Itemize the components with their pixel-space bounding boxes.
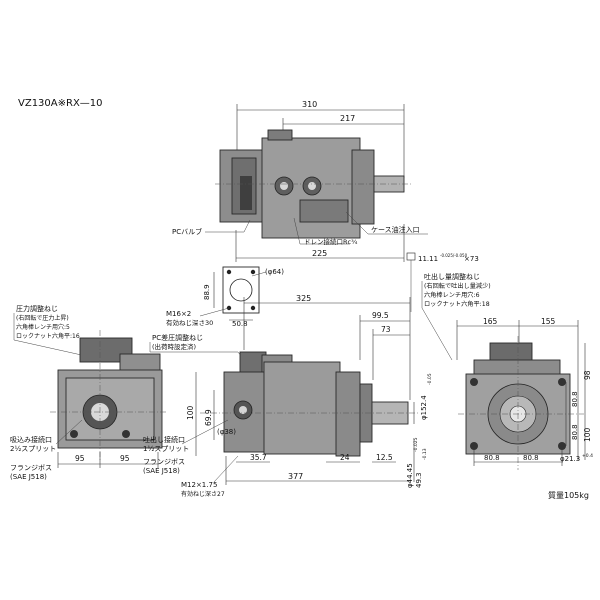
dim-69-9: 69.9 [204, 409, 213, 426]
dim-left-95a: 95 [75, 454, 85, 463]
dim-phi152-tol: -0.05 [427, 373, 433, 385]
pressure-adjust-title: 圧力調整ねじ [16, 304, 58, 313]
discharge-port-line3: (SAE J518) [143, 467, 180, 475]
discharge-port-line1: 1½スプリット [143, 445, 189, 453]
dim-165: 165 [483, 317, 498, 326]
dim-phi44: φ44.45 [406, 463, 414, 488]
dim-80-8-upper: 80.8 [571, 391, 579, 407]
bolt-m16: M16×2 [166, 310, 191, 318]
pc-diff-title: PC差圧調整ねじ [152, 333, 203, 342]
pressure-adjust-line1: (右回転で圧力上昇) [16, 314, 69, 322]
dim-phi38: (φ38) [217, 428, 236, 436]
dim-phi21-3-tol: +0.4 [582, 453, 593, 459]
dim-50-8: 50.8 [232, 320, 248, 328]
dim-49-3: 49.3 [415, 472, 423, 488]
pc-diff-line1: (出荷時設定済) [152, 342, 196, 351]
dim-377: 377 [288, 472, 303, 481]
side-view: PC差圧調整ねじ (出荷時設定済) 325 99.5 73 100 69.9 [143, 294, 433, 498]
pressure-adjust-line2: 六角棒レンチ用穴:5 [16, 323, 70, 331]
discharge-adjust-line3: ロックナット六角平:18 [424, 300, 490, 308]
bolt-m12-depth: 有効ねじ深さ27 [181, 490, 225, 498]
spline-length: ×73 [464, 255, 479, 263]
spline-tol: -0.025/-0.050 [440, 253, 468, 258]
dim-35-7: 35.7 [250, 453, 267, 462]
dim-88-9: 88.9 [203, 284, 211, 300]
drawing-title: VZ130A※RX—10 [18, 98, 103, 109]
dim-155: 155 [541, 317, 556, 326]
discharge-adjust-line1: (右回転で吐出し量減少) [424, 282, 491, 290]
dim-phi64: (φ64) [265, 268, 284, 276]
suction-port-title: 吸込み接続口 [10, 435, 52, 444]
dim-12-5: 12.5 [376, 453, 393, 462]
discharge-adjust-note: 吐出し量調整ねじ (右回転で吐出し量減少) 六角棒レンチ用穴:6 ロックナット六… [421, 272, 491, 361]
bolt-m16-depth: 有効ねじ深さ30 [166, 318, 213, 327]
drain-port-label: ドレン接続口Rc¾ [304, 237, 358, 246]
dim-80-8-left: 80.8 [484, 454, 500, 462]
suction-port-line2: フランジボス [10, 464, 52, 472]
dim-phi44-tol: -0.025 [413, 437, 419, 452]
dim-100-right: 100 [583, 427, 592, 442]
dim-325: 325 [296, 294, 311, 303]
dim-24: 24 [340, 453, 350, 462]
flange-detail: 88.9 50.8 (φ64) M16×2 有効ねじ深さ30 [166, 266, 284, 328]
mass-label: 質量105kg [548, 490, 589, 500]
discharge-port-line2: フランジボス [143, 458, 185, 466]
dim-phi152: φ152.4 [420, 395, 428, 420]
dim-99-5: 99.5 [372, 311, 389, 320]
discharge-adjust-line2: 六角棒レンチ用穴:6 [424, 291, 480, 299]
right-end-view: 165 155 98 80.8 80.8 100 80.8 80.8 φ21.3… [456, 317, 593, 470]
bolt-m12: M12×1.75 [181, 481, 217, 489]
pc-valve-label: PCバルブ [172, 227, 202, 236]
spline-note: 11.11 -0.025/-0.050 ×73 [406, 252, 479, 312]
spline-dim: 11.11 [418, 255, 438, 263]
dim-310: 310 [302, 100, 317, 109]
dim-225: 225 [312, 249, 327, 258]
discharge-port-title: 吐出し接続口 [143, 435, 185, 444]
pressure-adjust-line3: ロックナット六角平:16 [16, 332, 80, 340]
suction-port-line1: 2½スプリット [10, 445, 56, 453]
dim-73: 73 [381, 325, 391, 334]
dim-80-8-right: 80.8 [523, 454, 539, 462]
top-view: 310 217 225 PCバルブ ドレン接続口Rc¾ ケース油注入口 [172, 100, 428, 262]
dim-98: 98 [583, 370, 592, 380]
discharge-adjust-title: 吐出し量調整ねじ [424, 272, 480, 281]
suction-port-line3: (SAE J518) [10, 473, 47, 481]
dim-217: 217 [340, 114, 355, 123]
case-fill-label: ケース油注入口 [371, 225, 420, 234]
dim-phi21-3: φ21.3 [560, 455, 580, 463]
dim-left-95b: 95 [120, 454, 130, 463]
dim-100: 100 [186, 405, 195, 420]
left-end-view: 圧力調整ねじ (右回転で圧力上昇) 六角棒レンチ用穴:5 ロックナット六角平:1… [10, 304, 168, 481]
dim-49-3-tol: -0.13 [422, 448, 428, 460]
dim-80-8-lower: 80.8 [571, 424, 579, 440]
